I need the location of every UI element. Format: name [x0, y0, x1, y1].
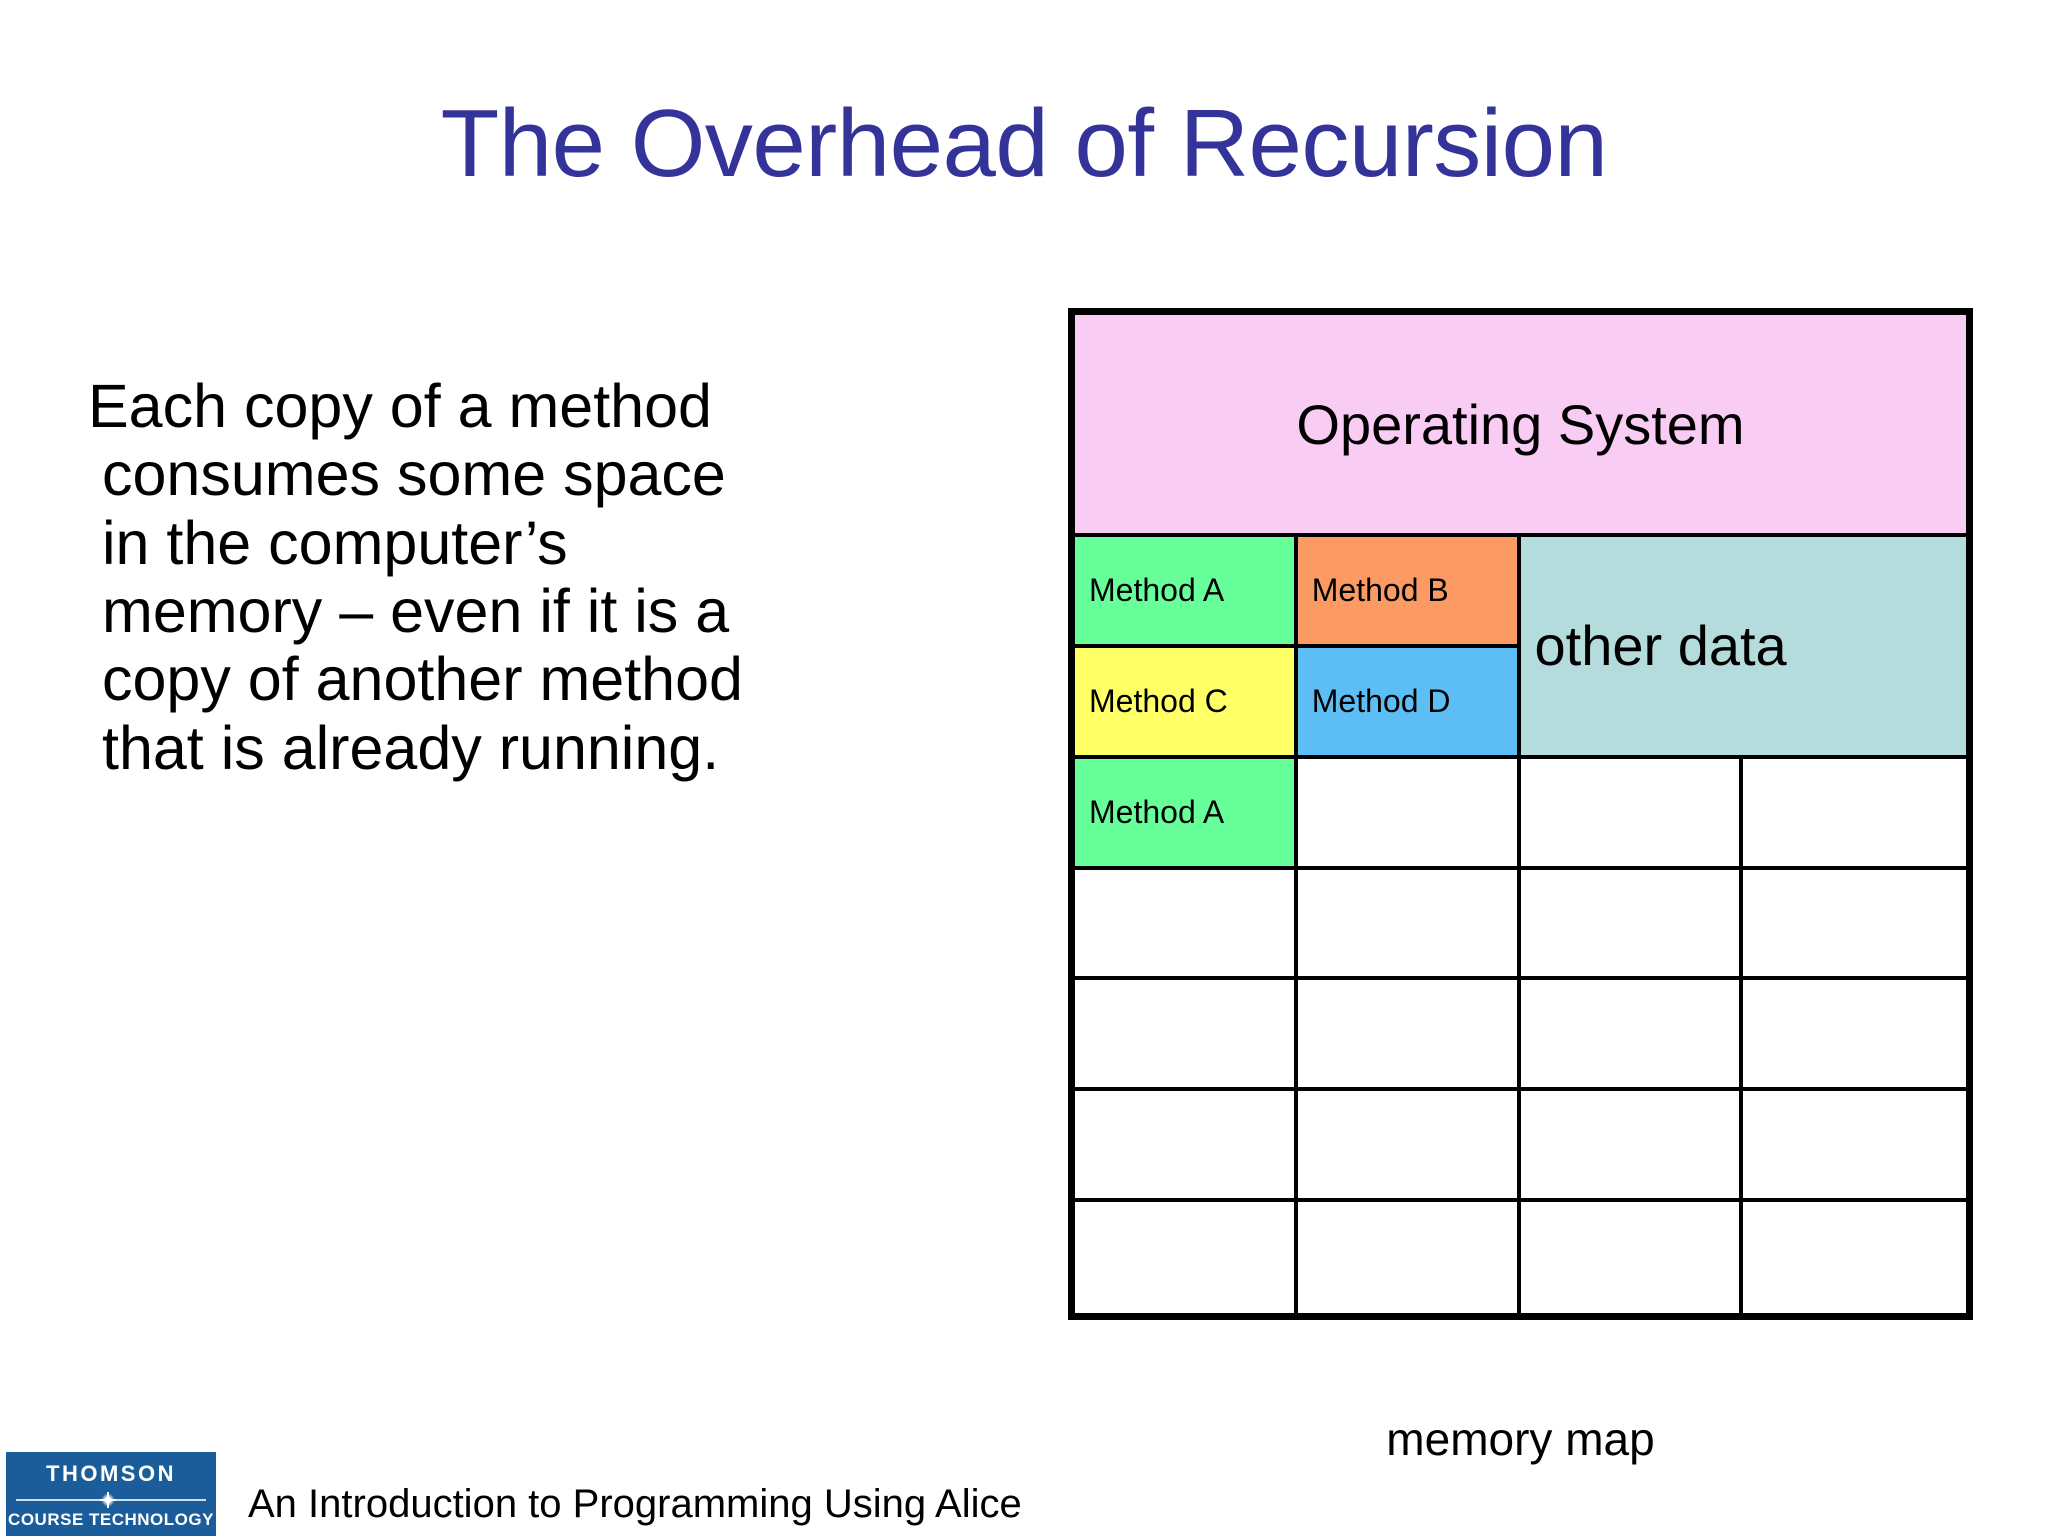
body-paragraph: Each copy of a method consumes some spac…	[88, 372, 968, 782]
footer-course-title: An Introduction to Programming Using Ali…	[248, 1482, 1022, 1526]
memory-cell-label: Operating System	[1296, 392, 1745, 456]
memory-cell-empty	[1743, 1091, 1966, 1203]
body-line: that is already running.	[102, 713, 720, 782]
memory-cell-empty	[1520, 980, 1744, 1092]
memory-cell-empty	[1297, 1091, 1521, 1203]
memory-cell-label: Method A	[1089, 793, 1225, 830]
body-line: copy of another method	[102, 645, 743, 714]
memory-cell-label: other data	[1534, 614, 1787, 678]
body-line: consumes some space	[102, 440, 726, 509]
thomson-course-technology-logo: THOMSON COURSE TECHNOLOGY	[6, 1452, 216, 1536]
memory-cell-empty	[1743, 980, 1966, 1092]
memory-cell-empty	[1520, 869, 1744, 981]
body-line: memory – even if it is a	[102, 576, 730, 645]
slide-footer: THOMSON COURSE TECHNOLOGY An Introductio…	[0, 1440, 2048, 1536]
memory-cell-label: Method B	[1311, 571, 1449, 608]
memory-cell-empty	[1297, 758, 1521, 870]
memory-cell-empty	[1075, 1202, 1298, 1313]
memory-cell-empty	[1520, 1202, 1744, 1313]
memory-cell-empty	[1075, 869, 1298, 981]
memory-cell-empty	[1297, 980, 1521, 1092]
memory-cell-label: Method C	[1089, 682, 1228, 719]
logo-divider	[16, 1492, 206, 1508]
memory-cell-method-a: Method A	[1075, 758, 1298, 870]
memory-cell-empty	[1297, 869, 1521, 981]
memory-cell-method-a: Method A	[1075, 537, 1298, 648]
memory-cell-empty	[1743, 869, 1966, 981]
memory-cell-method-d: Method D	[1297, 647, 1521, 759]
memory-cell-label: Method A	[1089, 571, 1225, 608]
memory-cell-empty	[1075, 1091, 1298, 1203]
star-burst-icon	[100, 1492, 116, 1508]
memory-cell-other-data: other data	[1520, 537, 1966, 759]
memory-cell-empty	[1520, 758, 1744, 870]
body-line: Each copy of a method	[88, 372, 712, 440]
memory-cell-method-c: Method C	[1075, 647, 1298, 759]
memory-cell-empty	[1075, 980, 1298, 1092]
logo-sub-brand-text: COURSE TECHNOLOGY	[8, 1510, 214, 1529]
memory-cell-empty	[1520, 1091, 1744, 1203]
memory-cell-empty	[1743, 758, 1966, 870]
memory-cell-method-b: Method B	[1297, 537, 1521, 648]
body-line: in the computer’s	[102, 508, 568, 577]
memory-cell-operating-system: Operating System	[1075, 315, 1966, 537]
memory-map-caption: memory map	[1386, 1413, 1655, 1465]
memory-cell-label: Method D	[1311, 682, 1451, 719]
memory-cell-empty	[1743, 1202, 1966, 1313]
logo-brand-text: THOMSON	[46, 1461, 176, 1486]
page-title: The Overhead of Recursion	[440, 90, 1608, 197]
memory-cell-empty	[1297, 1202, 1521, 1313]
